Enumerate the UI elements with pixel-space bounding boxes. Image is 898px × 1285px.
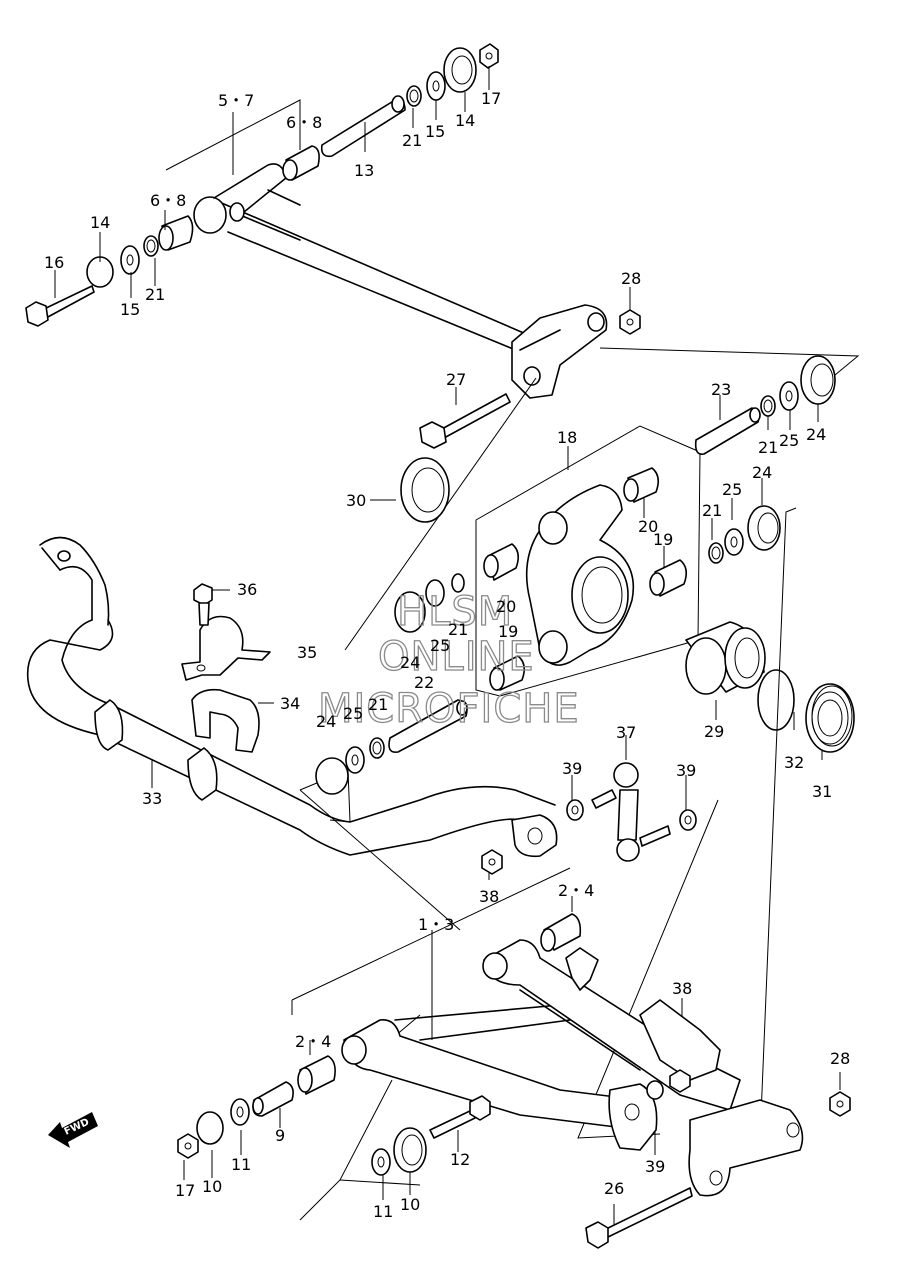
callout-21: 21 [448,620,468,639]
callout-13: 13 [354,161,374,180]
callout-30: 30 [346,491,366,510]
callout-38: 38 [479,887,499,906]
stabilizer-mount [181,583,271,753]
callout-2-4: 2・4 [558,881,594,900]
right-upper-hardware [394,309,836,633]
callout-39: 39 [676,761,696,780]
callout-5-7: 5・7 [218,91,254,110]
callout-10: 10 [400,1195,420,1214]
callout-21: 21 [368,695,388,714]
callout-38: 38 [672,979,692,998]
stabilizer-link-37 [481,762,697,875]
callout-23: 23 [711,380,731,399]
callout-34: 34 [280,694,300,713]
bearing-and-boot [685,621,855,753]
callout-21: 21 [702,501,722,520]
callout-21: 21 [402,131,422,150]
callout-32: 32 [784,753,804,772]
callout-37: 37 [616,723,636,742]
callout-6-8: 6・8 [150,191,186,210]
watermark-line-2: ONLINE [378,634,535,680]
callout-9: 9 [275,1126,285,1145]
watermark-line-3: MICROFICHE [318,686,580,732]
callout-15: 15 [120,300,140,319]
upper-bushings [25,43,499,327]
callout-10: 10 [202,1177,222,1196]
callout-21: 21 [145,285,165,304]
fwd-arrow: FWD [48,1112,98,1148]
callout-28: 28 [621,269,641,288]
callout-21: 21 [758,438,778,457]
callout-39: 39 [645,1157,665,1176]
callout-11: 11 [231,1155,251,1174]
lower-arm-1-3 [341,939,804,1197]
callout-25: 25 [430,636,450,655]
stabilizer-bar-33 [26,536,558,858]
callout-17: 17 [175,1181,195,1200]
watermark-line-1: HLSM [397,589,513,635]
callout-17: 17 [481,89,501,108]
callout-12: 12 [450,1150,470,1169]
callout-33: 33 [142,789,162,808]
callout-28: 28 [830,1049,850,1068]
callout-25: 25 [343,704,363,723]
lower-arm-hardware [177,913,851,1249]
watermark: HLSM ONLINE MICROFICHE [317,588,580,732]
callout-14: 14 [455,111,475,130]
callout-labels: 5・7 6・8 6・8 13 21 15 14 17 14 16 15 21 2… [44,89,850,1221]
upper-arm-tube-5-7 [193,163,608,399]
callout-24: 24 [806,425,826,444]
callout-20: 20 [638,517,658,536]
callout-24: 24 [752,463,772,482]
callout-19: 19 [653,530,673,549]
callout-25: 25 [779,431,799,450]
callout-36: 36 [237,580,257,599]
callout-31: 31 [812,782,832,801]
leader-lines [54,66,860,1225]
callout-18: 18 [557,428,577,447]
callout-22: 22 [414,673,434,692]
left-lower-hardware [315,699,468,795]
callout-15: 15 [425,122,445,141]
callout-6-8: 6・8 [286,113,322,132]
callout-24: 24 [316,712,336,731]
callout-24: 24 [400,653,420,672]
callout-11: 11 [373,1202,393,1221]
callout-19: 19 [498,622,518,641]
callout-25: 25 [722,480,742,499]
callout-20: 20 [496,597,516,616]
callout-26: 26 [604,1179,624,1198]
callout-2-4: 2・4 [295,1032,331,1051]
callout-1-3: 1・3 [418,915,454,934]
callout-14: 14 [90,213,110,232]
callout-39: 39 [562,759,582,778]
callout-35: 35 [297,643,317,662]
callout-16: 16 [44,253,64,272]
callout-29: 29 [704,722,724,741]
callout-27: 27 [446,370,466,389]
